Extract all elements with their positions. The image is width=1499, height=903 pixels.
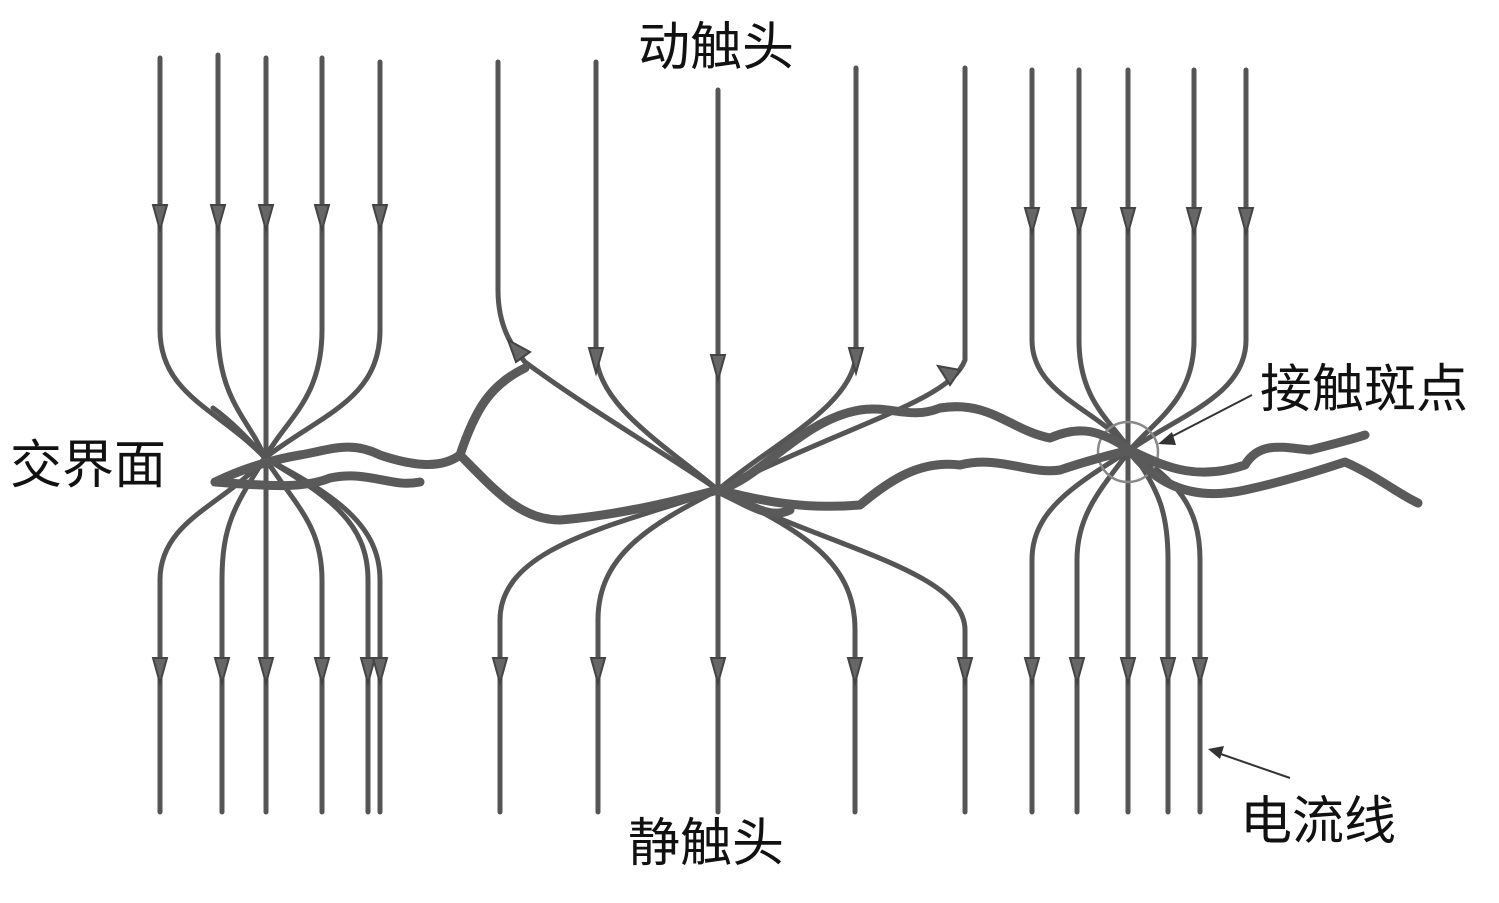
- arrow-down-icon: [151, 657, 169, 687]
- arrow-down-icon: [506, 337, 532, 364]
- arrow-down-icon: [1119, 657, 1137, 687]
- interface-line: [713, 402, 1135, 495]
- arrow-down-icon: [935, 364, 962, 387]
- arrow-down-icon: [1159, 657, 1177, 687]
- left-contact-group: [151, 52, 389, 815]
- arrow-down-icon: [1191, 657, 1209, 687]
- current-line: [593, 59, 721, 493]
- arrow-down-icon: [846, 657, 864, 687]
- arrow-down-icon: [313, 204, 331, 234]
- current-line: [715, 65, 968, 493]
- current-line: [715, 487, 968, 815]
- current-line: [210, 405, 268, 461]
- arrow-down-icon: [1023, 657, 1041, 687]
- arrow-down-icon: [709, 657, 727, 687]
- current-line-leader: [1214, 751, 1291, 779]
- current-line: [595, 487, 721, 815]
- middle-contact-group: [491, 59, 974, 815]
- arrow-down-icon: [313, 657, 331, 687]
- interface-line: [210, 471, 425, 491]
- arrow-down-icon: [491, 657, 509, 687]
- arrow-down-icon: [847, 347, 865, 377]
- current-line: [495, 59, 721, 493]
- interface-line: [1125, 430, 1370, 477]
- current-line: [715, 65, 859, 493]
- current-line: [157, 55, 268, 815]
- arrow-down-icon: [1068, 657, 1086, 687]
- interface-line: [210, 363, 530, 487]
- arrow-down-icon: [956, 657, 974, 687]
- static-contact-label: 静触头: [628, 814, 785, 874]
- arrow-down-icon: [151, 204, 169, 234]
- arrow-down-icon: [1237, 207, 1255, 237]
- arrow-down-icon: [371, 204, 389, 234]
- interface-label: 交界面: [10, 436, 167, 496]
- arrow-down-icon: [257, 657, 275, 687]
- arrow-down-icon: [1023, 207, 1041, 237]
- interface-line: [1125, 445, 1423, 508]
- contact-spot-circle: [1096, 420, 1160, 484]
- interface-line: [713, 445, 1135, 511]
- arrow-down-icon: [709, 354, 727, 384]
- arrow-down-icon: [359, 657, 377, 687]
- moving-contact-label: 动触头: [638, 18, 795, 78]
- current-line: [262, 455, 383, 815]
- arrow-down-icon: [1119, 207, 1137, 237]
- leader-lines: [1158, 394, 1291, 779]
- arrow-down-icon: [371, 657, 389, 687]
- leader-arrow-icon: [1208, 746, 1224, 759]
- arrow-down-icon: [1185, 207, 1203, 237]
- contact-spot-label: 接触斑点: [1260, 360, 1469, 420]
- right-contact-group: [1023, 67, 1255, 815]
- arrow-down-icon: [587, 347, 605, 377]
- leader-arrow-icon: [1158, 432, 1176, 445]
- arrow-down-icon: [589, 657, 607, 687]
- arrow-down-icon: [209, 204, 227, 234]
- interface-line: [455, 450, 723, 525]
- arrow-down-icon: [1070, 207, 1088, 237]
- contact-spot-leader: [1164, 394, 1253, 441]
- current-line: [497, 487, 721, 815]
- interface-boundary: [210, 363, 1423, 525]
- current-line: [1127, 67, 1249, 815]
- interface-line: [713, 485, 795, 518]
- arrow-down-icon: [213, 657, 231, 687]
- arrow-down-icon: [257, 204, 275, 234]
- current-line-label: 电流线: [1240, 792, 1397, 852]
